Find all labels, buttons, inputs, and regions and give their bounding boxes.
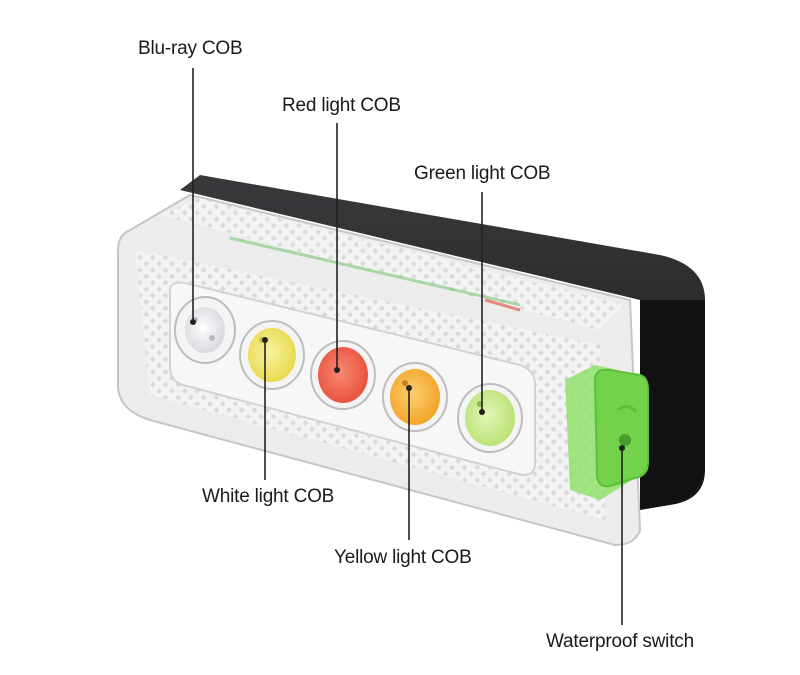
waterproof-switch: [565, 365, 649, 500]
label-white-light-cob: White light COB: [202, 486, 335, 507]
label-green-light-cob: Green light COB: [414, 163, 551, 184]
label-red-light-cob: Red light COB: [282, 95, 401, 116]
black-housing: [180, 175, 705, 510]
led-amber: [382, 362, 448, 432]
led-yellow: [239, 320, 305, 390]
led-red: [310, 340, 376, 410]
led-white: [174, 296, 236, 364]
label-yellow-light-cob: Yellow light COB: [334, 547, 472, 568]
label-waterproof-switch: Waterproof switch: [546, 631, 694, 652]
leader-lines: [192, 68, 623, 625]
led-green: [457, 383, 523, 453]
label-blu-ray-cob: Blu-ray COB: [138, 38, 243, 59]
